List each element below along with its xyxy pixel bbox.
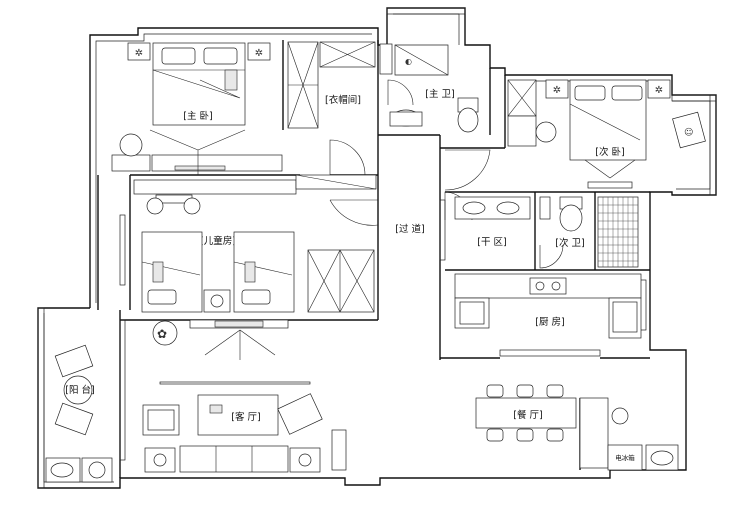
balcony: [阳 台] (45, 344, 113, 483)
fridge-label: 电冰箱 (615, 453, 635, 462)
svg-text:◐: ◐ (405, 57, 412, 66)
second-bath-label: [次 卫] (555, 237, 584, 249)
master-bedroom: ✲ ✲ [主 卧] (111, 42, 283, 175)
walk-in-closet: [衣帽间] (287, 41, 376, 129)
corridor: [过 道] (395, 223, 424, 235)
walk-in-closet-label: [衣帽间] (325, 94, 361, 106)
dry-area: [干 区] (454, 196, 531, 248)
living-room: ✿ [客 厅] (142, 319, 323, 473)
svg-text:✿: ✿ (157, 327, 167, 341)
second-bath: [次 卫] (539, 196, 639, 268)
dining-room: [餐 厅] 电冰箱 (475, 384, 679, 471)
kids-room-label: [儿童房] (200, 235, 236, 247)
second-bedroom: ✲ ✲ [次 卧] ☺ (507, 79, 706, 189)
svg-text:✲: ✲ (255, 48, 263, 59)
master-bedroom-label: [主 卧] (183, 110, 212, 122)
kitchen-label: [厨 房] (535, 316, 564, 328)
svg-text:✲: ✲ (655, 85, 663, 96)
kitchen: [厨 房] (454, 273, 642, 339)
balcony-label: [阳 台] (65, 384, 94, 396)
master-bath: ◐ [主 卫] (379, 43, 479, 133)
svg-text:✲: ✲ (135, 48, 143, 59)
corridor-label: [过 道] (395, 223, 424, 235)
svg-text:✲: ✲ (553, 85, 561, 96)
living-room-label: [客 厅] (231, 411, 260, 423)
master-bath-label: [主 卫] (425, 88, 454, 100)
second-bedroom-label: [次 卧] (595, 146, 624, 158)
svg-text:☺: ☺ (684, 127, 693, 138)
kids-room: [儿童房] (133, 174, 377, 313)
shower-tiles (598, 197, 638, 267)
dining-room-label: [餐 厅] (513, 409, 542, 421)
dry-area-label: [干 区] (477, 237, 506, 248)
